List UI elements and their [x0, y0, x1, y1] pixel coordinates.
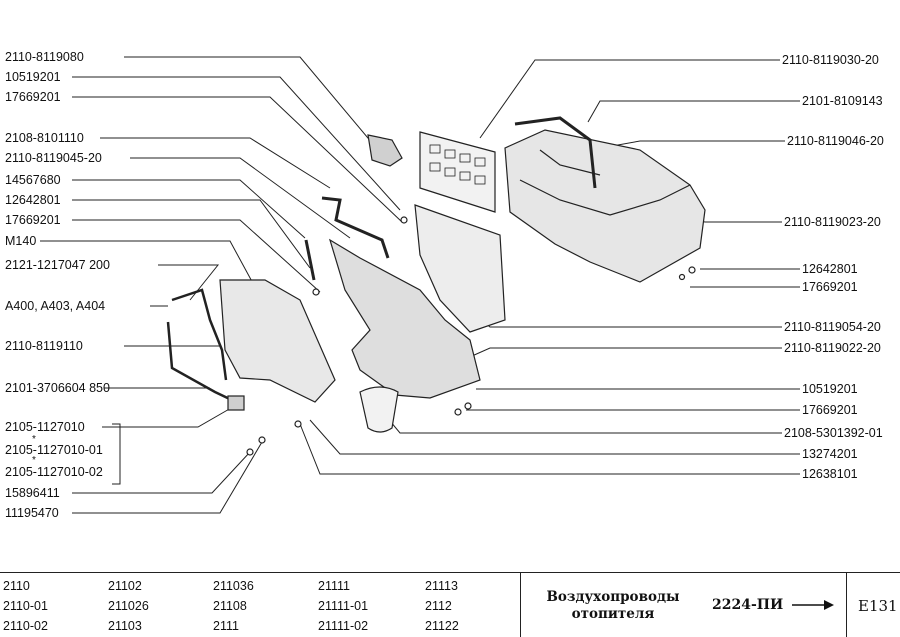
section-title: Воздухопроводы отопителя — [528, 589, 698, 623]
part-label: 2121-1217047 200 — [5, 258, 110, 272]
leader-line — [102, 403, 239, 428]
title-line: отопителя — [571, 606, 655, 622]
model-code: 2112 — [425, 599, 452, 613]
leader-line — [158, 264, 220, 301]
tube — [166, 321, 237, 404]
part-label: 17669201 — [802, 280, 858, 294]
part-label: 12642801 — [5, 193, 61, 207]
part-label: 2105-1127010 — [5, 420, 85, 434]
model-list: 2110 2110-01 2110-02 21102 211026 21103 … — [0, 573, 520, 637]
leader-line — [72, 451, 251, 494]
model-code: 21102 — [108, 579, 142, 593]
heater-housing — [504, 129, 706, 283]
hose-clamp — [321, 196, 390, 259]
leader-line — [100, 137, 331, 189]
leader-line — [72, 219, 321, 293]
part-label: 2110-8119046-20 — [787, 134, 884, 148]
model-code: 2110 — [3, 579, 30, 593]
footer-table: 2110 2110-01 2110-02 21102 211026 21103 … — [0, 572, 900, 637]
heater-valve — [227, 395, 245, 411]
title-line: Воздухопроводы — [546, 589, 680, 605]
part-label: 17669201 — [802, 403, 858, 417]
part-label: 13274201 — [802, 447, 858, 461]
model-code: 2111 — [213, 619, 239, 633]
part-label: 10519201 — [802, 382, 858, 396]
part-label: 2108-8101110 — [5, 131, 84, 145]
part-label: 11195470 — [5, 506, 59, 520]
part-label: 2110-8119080 — [5, 50, 84, 64]
part-label: 2101-3706604 850 — [5, 381, 110, 395]
part-label: 2108-5301392-01 — [784, 426, 883, 440]
part-label: 2110-8119045-20 — [5, 151, 102, 165]
leader-line — [72, 441, 263, 514]
leader-line — [72, 199, 311, 269]
model-code: 211036 — [213, 579, 254, 593]
leader-line — [384, 414, 782, 434]
nozzle — [359, 386, 399, 433]
model-code: 2110-01 — [3, 599, 48, 613]
part-label: 2105-1127010-02 — [5, 465, 103, 479]
leader-line — [130, 157, 351, 239]
model-code: 21122 — [425, 619, 459, 633]
divider — [520, 573, 521, 637]
leader-line — [299, 423, 800, 475]
reference-text: 2224-ПИ — [712, 597, 784, 613]
model-code: 21113 — [425, 579, 458, 593]
leader-line — [309, 419, 800, 455]
part-label: 2101-8109143 — [802, 94, 883, 108]
side-panel — [219, 279, 336, 403]
arrow-right-icon — [792, 600, 835, 610]
part-label: 12638101 — [802, 467, 858, 481]
air-grille — [419, 131, 496, 213]
leader-line — [587, 100, 800, 123]
parts-diagram — [40, 56, 800, 514]
page-code: E131 — [858, 597, 898, 615]
alternative-mark: * — [32, 455, 36, 466]
fan-motor — [367, 134, 403, 167]
model-code: 21111 — [318, 579, 350, 593]
drain-hose — [514, 116, 597, 189]
reference-code: 2224-ПИ — [712, 597, 835, 613]
leader-line — [124, 56, 379, 151]
leader-line — [479, 59, 780, 139]
part-label: 17669201 — [5, 90, 61, 104]
model-code: 21108 — [213, 599, 247, 613]
leader-line — [469, 309, 782, 328]
part-label: 15896411 — [5, 486, 60, 500]
model-code: 21111-01 — [318, 599, 369, 613]
part-label: 17669201 — [5, 213, 61, 227]
part-label: 2105-1127010-01 — [5, 443, 103, 457]
part-label: 14567680 — [5, 173, 61, 187]
part-label: 2110-8119023-20 — [784, 215, 881, 229]
part-label: 10519201 — [5, 70, 61, 84]
leader-line — [471, 347, 782, 357]
part-label: 2110-8119030-20 — [782, 53, 879, 67]
part-label: 2110-8119054-20 — [784, 320, 881, 334]
model-code: 21111-02 — [318, 619, 369, 633]
part-label: A400, A403, A404 — [5, 299, 106, 313]
part-label: 2110-8119022-20 — [784, 341, 881, 355]
bracket — [112, 423, 121, 485]
alternative-mark: * — [32, 434, 36, 445]
part-label: M140 — [5, 234, 37, 248]
divider — [846, 573, 847, 637]
model-code: 2110-02 — [3, 619, 48, 633]
duct-frame — [414, 204, 506, 333]
model-code: 211026 — [108, 599, 149, 613]
leader-line — [72, 96, 403, 223]
model-code: 21103 — [108, 619, 142, 633]
part-label: 2110-8119110 — [5, 339, 83, 353]
leader-line — [72, 179, 306, 239]
part-label: 12642801 — [802, 262, 858, 276]
air-duct — [328, 238, 481, 399]
leader-line — [72, 76, 401, 211]
